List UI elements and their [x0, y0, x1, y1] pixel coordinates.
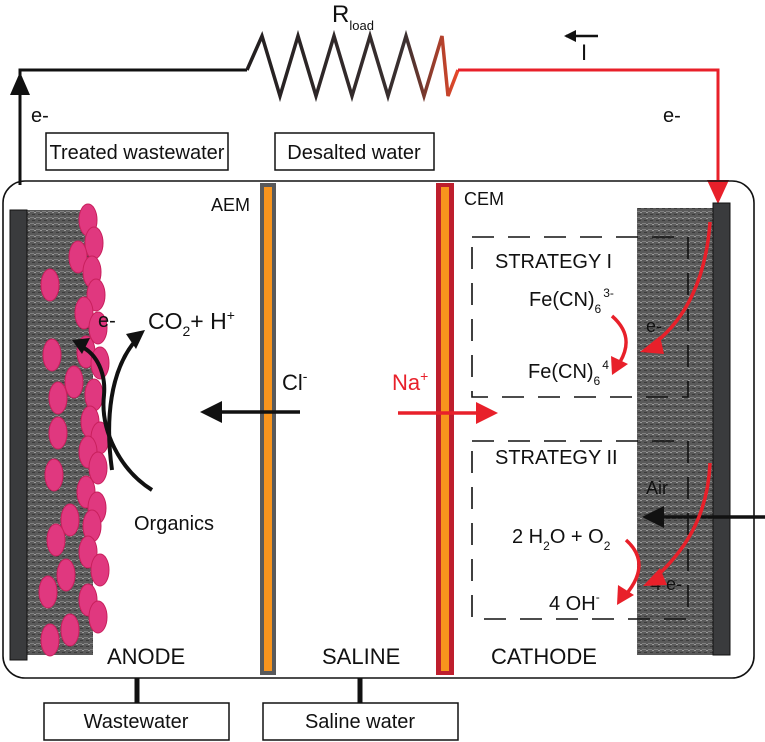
current-label: I [581, 40, 587, 65]
desalted-water-label: Desalted water [287, 142, 421, 164]
ferricyanide-label: Fe(CN)63- [529, 286, 614, 316]
ferrocyanide-label: Fe(CN)64 - [528, 358, 616, 388]
organics-label: Organics [134, 513, 214, 535]
bacterial-cell [46, 523, 66, 557]
chloride-arrow [200, 401, 300, 423]
co2-h-label: CO2+ H+ [148, 307, 235, 339]
air-label: Air [646, 478, 668, 498]
reactor-body [2, 180, 755, 679]
bacterial-cell [40, 268, 60, 302]
sodium-label: Na+ [392, 368, 428, 395]
treated-wastewater-label: Treated wastewater [50, 142, 225, 164]
left-wire-arrow [10, 72, 30, 95]
strategy-1-title: STRATEGY I [495, 251, 612, 273]
bacterial-cell [48, 381, 68, 415]
left-wire [18, 68, 247, 185]
bacterial-cell [44, 458, 64, 492]
strategy-1-electron-label: e- [646, 316, 662, 336]
bacterial-cell [48, 416, 68, 450]
bacterial-cell [56, 558, 76, 592]
bacterial-cell [40, 623, 60, 657]
treated-wastewater-box: Treated wastewater [45, 132, 229, 171]
wastewater-label: Wastewater [84, 711, 189, 733]
bacterial-cell [88, 451, 108, 485]
saline-water-box: Saline water [262, 702, 459, 741]
cem-label: CEM [464, 189, 504, 209]
cathode-current-collector [712, 202, 731, 656]
wastewater-box: Wastewater [43, 702, 230, 741]
bacterial-cell [88, 600, 108, 634]
strategy-1-box [471, 236, 689, 398]
bacterial-cell [64, 365, 84, 399]
bacterial-cell [42, 338, 62, 372]
saline-chamber-label: SALINE [322, 644, 400, 669]
right-wire-arrow [707, 180, 729, 204]
cem-membrane [436, 183, 454, 675]
current-arrow: I [564, 30, 598, 65]
resistor-label: Rload [332, 1, 374, 33]
right-wire [458, 68, 720, 192]
anode-chamber-label: ANODE [107, 644, 185, 669]
resistor [245, 29, 460, 103]
anode-oxidation-arrows [72, 330, 154, 492]
bacterial-cell [60, 613, 80, 647]
bacterial-cell [88, 311, 108, 345]
bacterial-cell [74, 296, 94, 330]
desalted-water-box: Desalted water [274, 132, 435, 171]
chloride-label: Cl- [282, 368, 308, 395]
anode-current-collector [9, 209, 28, 661]
strategy-2-box [471, 440, 689, 620]
strategy-2-arrows [617, 462, 712, 605]
anode-biofilm [38, 203, 110, 657]
saline-water-label: Saline water [305, 711, 415, 733]
strategy-1-arrows [610, 221, 712, 375]
electron-label-left: e- [31, 105, 49, 127]
bacterial-cell [38, 575, 58, 609]
bacterial-cell [60, 503, 80, 537]
water-oxygen-label: 2 H2O + O2 [512, 526, 611, 553]
cathode-chamber-label: CATHODE [491, 644, 597, 669]
bacterial-cell [68, 240, 88, 274]
hydroxide-label: 4 OH- [549, 590, 600, 615]
aem-label: AEM [211, 195, 250, 215]
anode-electron-label: e- [98, 310, 116, 332]
air-arrow [642, 506, 765, 528]
bacterial-cell [84, 226, 104, 260]
electron-label-right: e- [663, 105, 681, 127]
bacterial-cell [90, 553, 110, 587]
aem-membrane [260, 183, 276, 675]
sodium-arrow [398, 402, 498, 424]
strategy-2-title: STRATEGY II [495, 447, 618, 469]
external-circuit: Rload I e- e- [10, 1, 729, 204]
